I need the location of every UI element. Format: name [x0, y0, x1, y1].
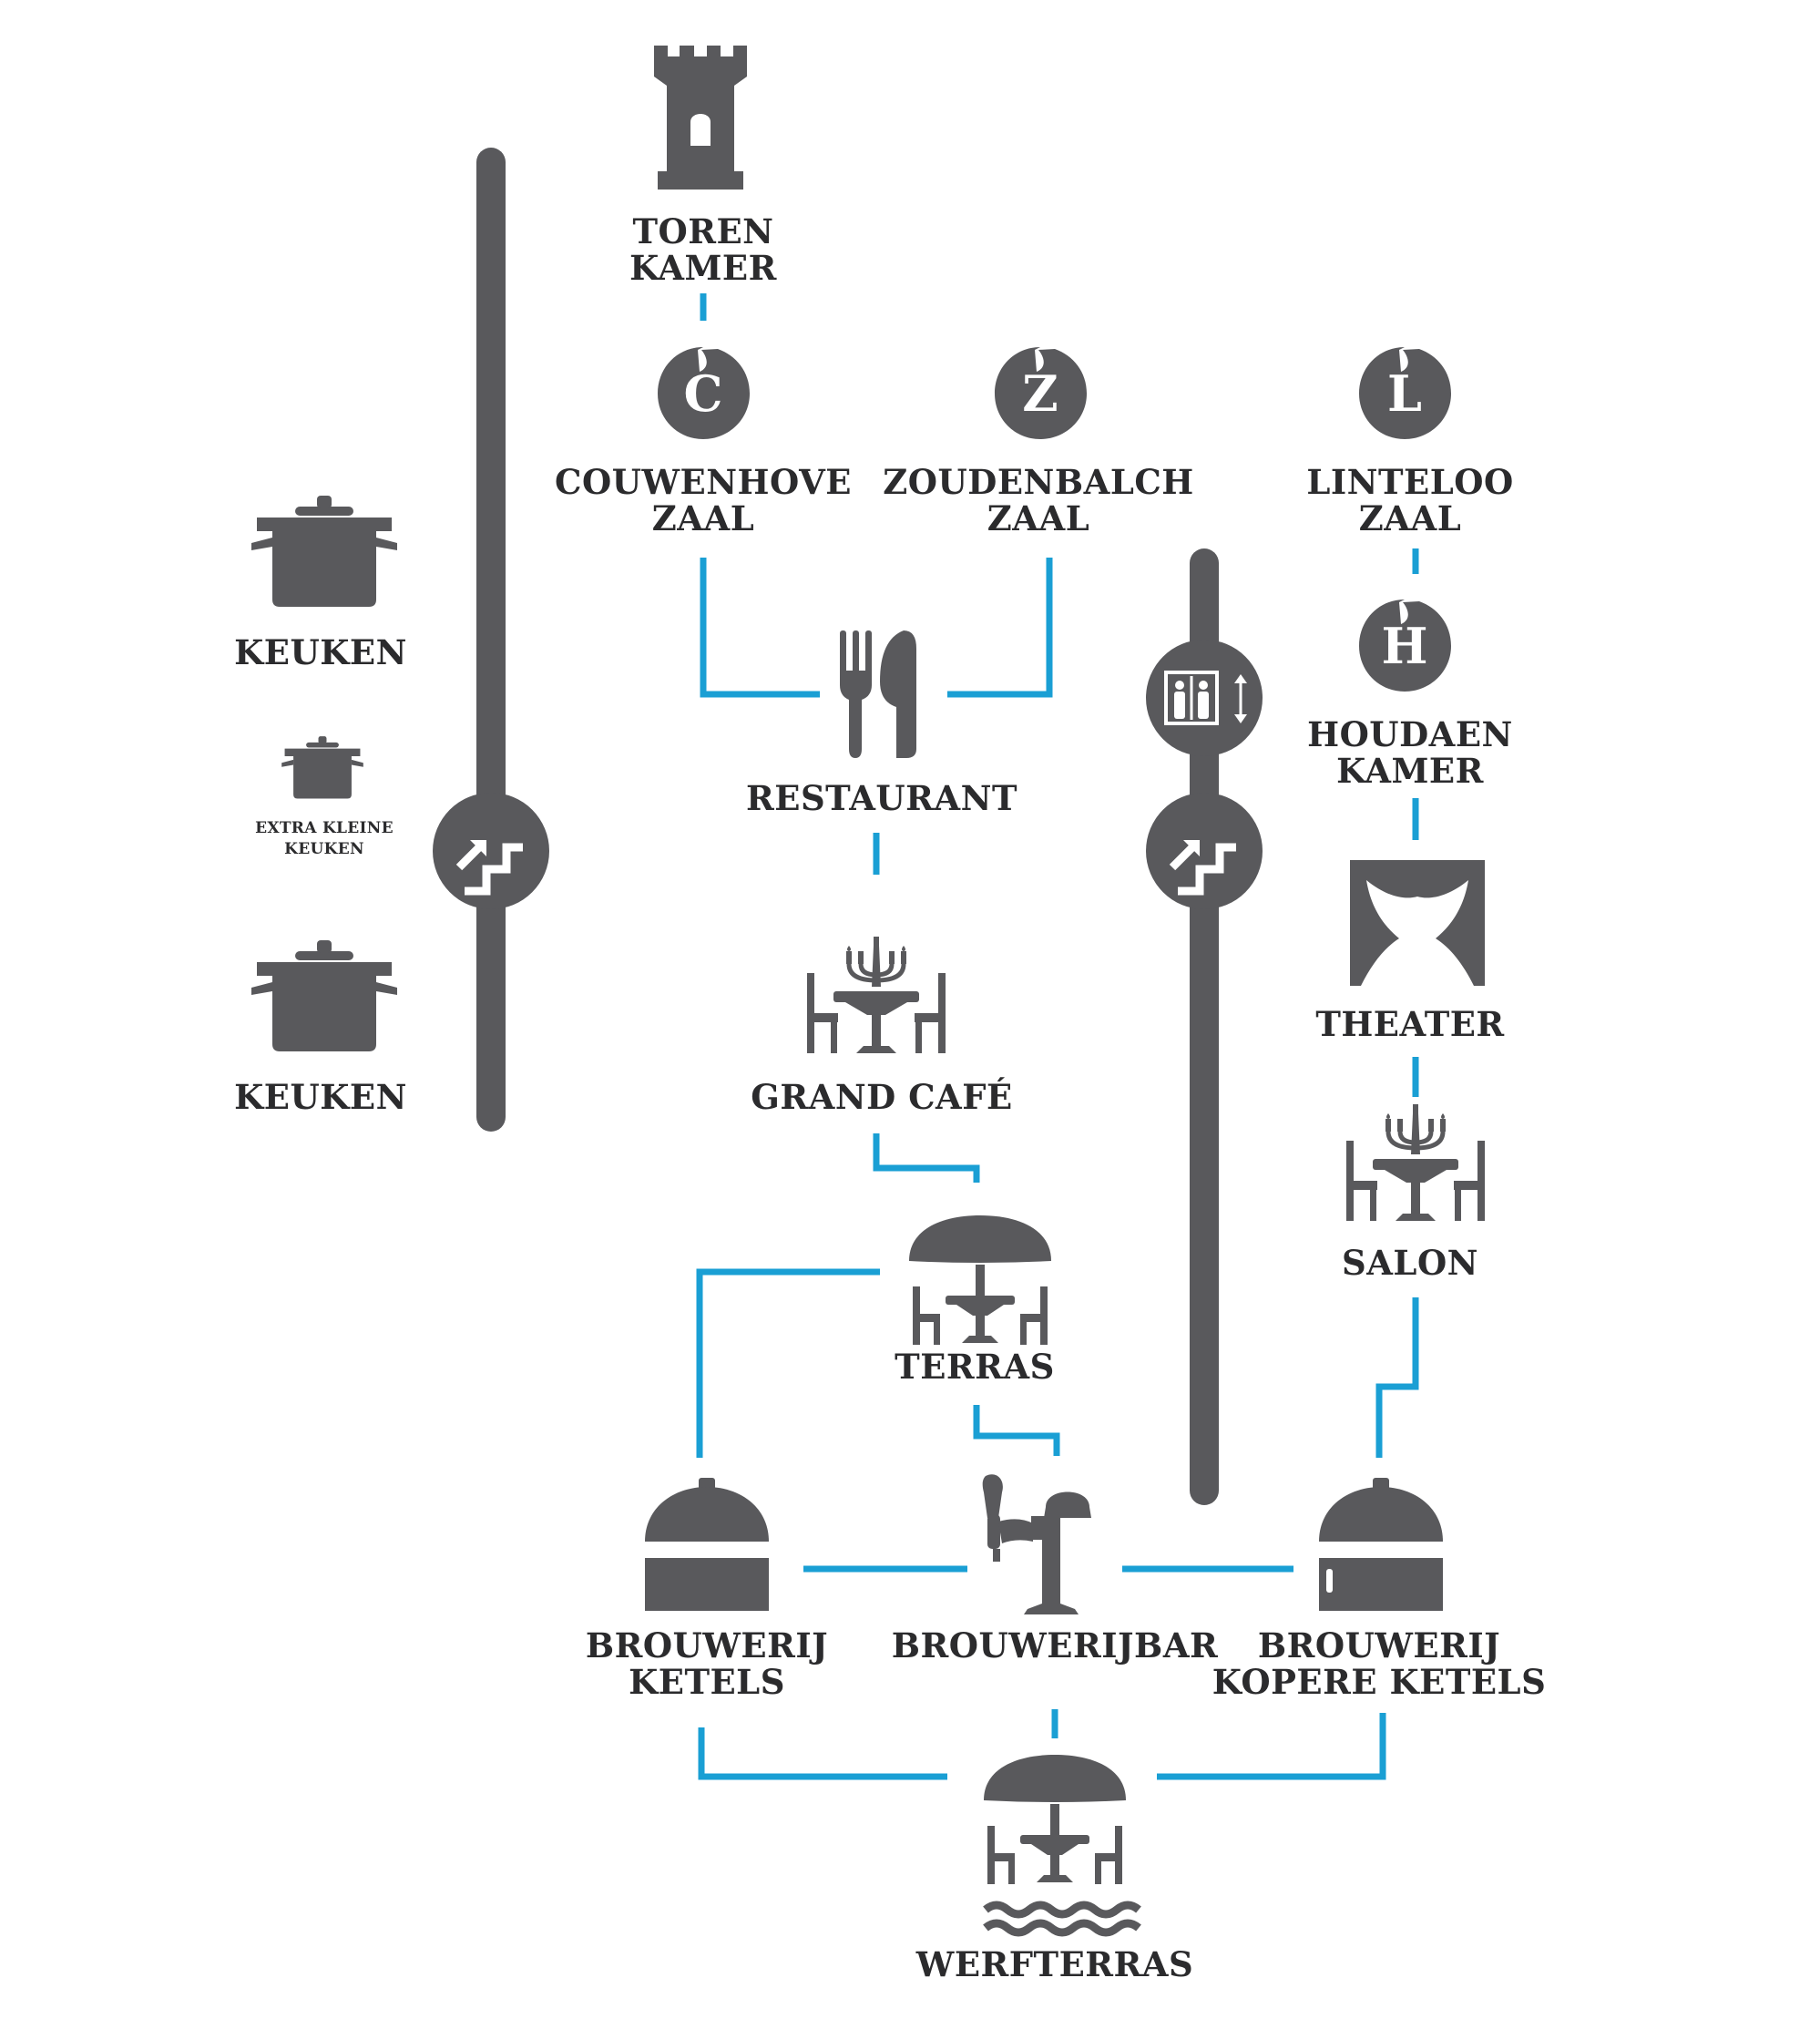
stairs-icon [433, 793, 549, 909]
label-salon: SALON [1342, 1245, 1478, 1281]
label-extra-kleine-keuken: EXTRA KLEINE KEUKEN [255, 818, 394, 860]
label-line: KOPERE KETELS [1212, 1662, 1547, 1702]
candelabra-table-icon [1346, 1104, 1485, 1221]
label-line: ZOUDENBALCH [883, 462, 1194, 502]
badge-letter-l: L [1387, 364, 1422, 423]
label-line: WERFTERRAS [915, 1944, 1194, 1984]
label-line: KEUKEN [234, 632, 407, 672]
label-line: BROUWERIJ [585, 1625, 829, 1665]
label-toren-kamer: TOREN KAMER [629, 213, 777, 286]
beer-tap-icon [982, 1474, 1091, 1614]
tower-icon [654, 46, 747, 190]
waterside-terrace-icon [983, 1755, 1141, 1937]
label-line: GRAND CAFÉ [751, 1077, 1013, 1117]
label-line: KETELS [629, 1662, 785, 1702]
stairs-icon [1146, 793, 1263, 909]
label-brouwerijbar: BROUWERIJBAR [892, 1627, 1219, 1664]
label-werfterras: WERFTERRAS [916, 1946, 1193, 1983]
label-line: LINTELOO [1306, 462, 1514, 502]
label-theater: THEATER [1315, 1006, 1504, 1042]
cooking-pot-icon [251, 940, 397, 1051]
label-line: KEUKEN [234, 1077, 407, 1117]
label-line: TOREN [632, 211, 774, 251]
badge-couwenhove: C [658, 347, 750, 439]
label-line: COUWENHOVE [555, 462, 852, 502]
label-brouwerij-kopere-ketels: BROUWERIJ KOPERE KETELS [1212, 1627, 1547, 1700]
badge-letter-z: Z [1022, 364, 1058, 423]
cooking-pot-icon [281, 736, 363, 799]
label-linteloo-zaal: LINTELOO ZAAL [1306, 464, 1513, 537]
right-vertical-access [1146, 548, 1263, 1505]
label-zoudenbalch-zaal: ZOUDENBALCH ZAAL [883, 464, 1194, 537]
connector-lines [696, 293, 1419, 1780]
label-line: SALON [1342, 1243, 1478, 1283]
brewing-kettle-icon [645, 1478, 769, 1611]
badge-letter-h: H [1381, 617, 1427, 675]
label-grand-cafe: GRAND CAFÉ [751, 1079, 1012, 1115]
badge-zoudenbalch: Z [995, 347, 1087, 439]
label-keuken-top: KEUKEN [234, 634, 407, 671]
cooking-pot-icon [251, 496, 397, 607]
badge-letter-c: C [684, 364, 723, 423]
elevator-icon [1146, 640, 1263, 756]
label-line: BROUWERIJBAR [891, 1625, 1219, 1665]
label-line: BROUWERIJ [1257, 1625, 1501, 1665]
label-line: ZAAL [1358, 498, 1462, 538]
label-line: RESTAURANT [746, 778, 1017, 818]
label-restaurant: RESTAURANT [746, 780, 1017, 816]
label-line: KAMER [629, 248, 777, 288]
label-terras: TERRAS [895, 1348, 1055, 1385]
label-line: THEATER [1315, 1004, 1505, 1044]
theater-curtain-icon [1350, 860, 1485, 986]
label-line: KEUKEN [284, 840, 364, 858]
badge-linteloo: L [1359, 347, 1451, 439]
label-houdaen-kamer: HOUDAEN KAMER [1307, 716, 1513, 789]
label-line: EXTRA KLEINE [255, 819, 394, 837]
label-line: TERRAS [895, 1347, 1055, 1387]
label-brouwerij-ketels: BROUWERIJ KETELS [586, 1627, 828, 1700]
label-line: ZAAL [651, 498, 755, 538]
candelabra-table-icon [807, 937, 946, 1053]
label-line: KAMER [1336, 751, 1484, 791]
label-line: HOUDAEN [1307, 714, 1513, 754]
left-vertical-access [433, 148, 549, 1132]
badge-houdaen: H [1359, 600, 1451, 692]
label-keuken-bottom: KEUKEN [234, 1079, 407, 1115]
label-couwenhove-zaal: COUWENHOVE ZAAL [555, 464, 852, 537]
fork-knife-icon [840, 630, 916, 758]
label-line: ZAAL [987, 498, 1090, 538]
brewing-kettle-icon [1319, 1478, 1443, 1611]
parasol-table-icon [909, 1215, 1051, 1345]
